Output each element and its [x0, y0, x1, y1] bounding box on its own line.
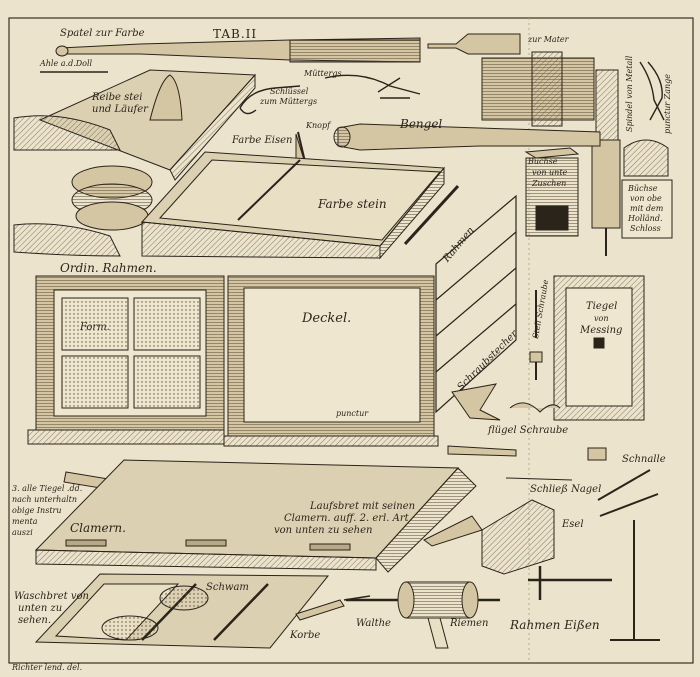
laufsbret-board-drawing: [34, 459, 477, 573]
label-reibestein: Reibe stei: [92, 92, 143, 103]
label-flugel-schraube: flügel Schraube: [488, 425, 569, 436]
rahmen-iron-drawing: [610, 520, 660, 641]
label-buchse-1: Büchse: [528, 157, 558, 166]
label-schlussel: Schlüssel: [270, 87, 309, 96]
label-note-5: auszi: [12, 528, 33, 537]
wrench-drawing: [239, 74, 421, 115]
label-note-1: 3. alle Tiegel .dd.: [12, 484, 83, 493]
label-laufsbret-2: Clamern. auff. 2. erl. Art: [284, 513, 409, 524]
label-farbe-stein: Farbe stein: [318, 197, 387, 211]
label-punctur-zange: punctur Zange: [663, 74, 672, 134]
label-note-2: nach unterhaltn: [12, 495, 78, 504]
label-buchse-holl-4: Holländ.: [628, 214, 663, 223]
roller-drawing: [346, 581, 500, 649]
label-riemen: Riemen: [450, 618, 489, 629]
label-schnalle: Schnalle: [622, 454, 666, 465]
label-form: Form.: [80, 322, 110, 333]
plate-number: TAB.II: [213, 27, 258, 41]
label-buchse-holl-2: von obe: [630, 194, 662, 203]
label-walthe: Walthe: [356, 618, 391, 629]
chisel-drawing: [403, 184, 460, 246]
label-waschbret-3: sehen.: [18, 615, 52, 626]
spatula-drawing: [55, 37, 421, 63]
label-deckel: Deckel.: [302, 311, 352, 326]
label-laufsbret-1: Laufsbret mit seinen: [310, 501, 416, 512]
arm-with-muller-drawing: [13, 115, 153, 257]
label-knopf: Knopf: [306, 121, 331, 130]
label-bengel: Bengel: [400, 117, 443, 131]
label-tiegel-3: Messing: [580, 325, 623, 336]
punctur-tongs-drawing: [639, 61, 665, 121]
grinding-slab-drawing: [38, 69, 257, 181]
deckel-lid-drawing: [223, 275, 439, 447]
engraver-credit: Richter lend. del.: [12, 663, 83, 672]
brass-platen-drawing: [553, 275, 645, 421]
label-farbe-eisen: Farbe Eisen: [232, 135, 293, 146]
hollandish-box-drawing: [621, 139, 673, 239]
ink-trough-drawing: [140, 151, 446, 260]
mat-saw-drawing: [427, 33, 521, 55]
label-waschbret-2: unten zu: [18, 603, 63, 614]
label-muttergs: Müttergs: [304, 69, 342, 78]
label-zum-muttergs: zum Müttergs: [260, 97, 318, 106]
label-punctur: punctur: [336, 409, 369, 418]
label-note-4: menta: [12, 517, 38, 526]
washboard-drawing: [34, 573, 330, 649]
label-ahle: Ahle a.d.Doll: [40, 59, 93, 68]
label-korbe: Korbe: [290, 630, 321, 641]
label-laufsbret-3: von unten zu sehen: [274, 525, 373, 536]
label-schwamm: Schwam: [206, 582, 249, 593]
press-screw-drawing: [481, 51, 621, 256]
label-tiegel-1: Tiegel: [586, 301, 618, 312]
label-esel: Esel: [562, 519, 584, 530]
screw-drawings: [423, 290, 659, 600]
label-note-3: obige Instru: [12, 506, 62, 515]
label-buchse-holl-5: Schloss: [630, 224, 661, 233]
plate-border: [8, 17, 694, 664]
label-schliess-nagel: Schließ Nagel: [530, 484, 602, 495]
label-clamern: Clamern.: [70, 521, 126, 535]
label-spatel: Spatel zur Farbe: [60, 28, 145, 39]
label-waschbret-1: Waschbret von: [14, 591, 89, 602]
label-mater: zur Mater: [528, 35, 569, 44]
label-spindel: Spindel von Metall: [625, 55, 634, 132]
label-laufer: und Läufer: [92, 104, 148, 115]
box-from-below-drawing: [524, 147, 580, 237]
label-rahmen-eisen: Rahmen Eißen: [510, 618, 600, 632]
label-buchse-holl-3: mit dem: [630, 204, 664, 213]
label-buchse-2: von unte: [532, 168, 568, 177]
label-buchse-3: Zuschen: [532, 179, 567, 188]
frisket-frame-drawing: [435, 194, 517, 414]
bengel-handle-drawing: [333, 123, 601, 151]
label-ordin-rahmen: Ordin. Rahmen.: [60, 261, 157, 275]
form-frame-drawing: [27, 275, 225, 445]
label-buchse-holl-1: Büchse: [628, 184, 658, 193]
label-tiegel-2: von: [594, 314, 609, 323]
